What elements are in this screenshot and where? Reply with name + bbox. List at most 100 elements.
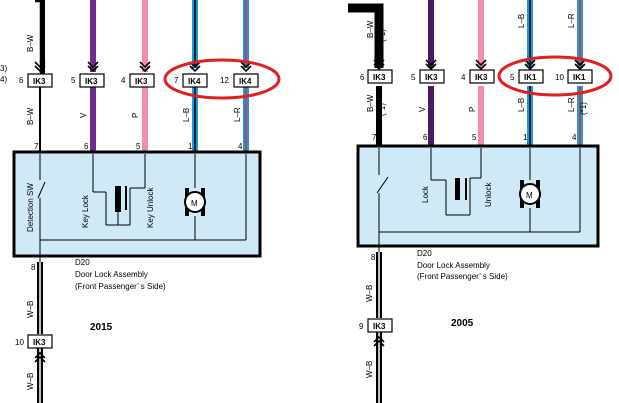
left-bottom-connector: 10 IK3 <box>15 334 53 349</box>
svg-text:IK3: IK3 <box>135 77 148 86</box>
left-wire-label-3: P <box>131 113 140 118</box>
svg-text:7: 7 <box>174 76 179 85</box>
left-connector-5: 12 IK4 <box>220 73 259 88</box>
svg-text:5: 5 <box>411 73 416 82</box>
right-box-pin-5: 4 <box>572 133 577 142</box>
right-box-pin-3: 5 <box>472 133 477 142</box>
svg-text:4: 4 <box>461 73 466 82</box>
right-wire-b-w <box>348 3 384 146</box>
right-highlight-ellipse <box>497 55 613 97</box>
left-part-code: D20 <box>75 258 90 267</box>
right-wire-label-2: V <box>418 106 427 112</box>
right-motor: M <box>519 180 541 208</box>
right-switch-label-unlock: Unlock <box>484 182 493 207</box>
right-wire-sub-1b: (*1) <box>378 103 387 116</box>
right-part-name: Door Lock Assembly <box>417 261 490 270</box>
left-connector-2: 5 IK3 <box>71 73 105 88</box>
right-wire-sub-5: (*1) <box>579 102 588 115</box>
svg-text:6: 6 <box>360 73 365 82</box>
left-assembly-box <box>12 150 262 258</box>
left-box-pin-5: 4 <box>238 142 243 151</box>
left-highlight-ellipse <box>163 58 281 100</box>
left-wire-label-2: V <box>79 112 88 118</box>
right-switch-contact <box>455 178 460 200</box>
left-part-name: Door Lock Assembly <box>75 270 148 279</box>
right-bottom-chevrons <box>373 335 385 347</box>
right-connector-1: 6 IK3 <box>360 69 393 84</box>
left-part-side: (Front Passenger’ s Side) <box>75 282 166 291</box>
right-wire-label-5: L–R <box>567 13 576 28</box>
right-part-code: D20 <box>417 249 432 258</box>
right-chevrons <box>373 59 586 71</box>
svg-text:IK3: IK3 <box>373 73 386 82</box>
left-box-pin-3: 5 <box>136 142 141 151</box>
svg-text:IK3: IK3 <box>425 73 438 82</box>
right-box-pin-4: 1 <box>523 133 528 142</box>
left-wire-label-5: L–R <box>233 107 242 122</box>
right-wire-label-5b: L–R <box>567 97 576 112</box>
left-wire-label-1: B–W <box>26 34 35 52</box>
left-connector-3: 4 IK3 <box>121 73 155 88</box>
right-wire-label-4: L–B <box>517 14 526 28</box>
svg-text:M: M <box>191 199 198 208</box>
left-bottom-chevrons <box>34 351 46 363</box>
right-connector-2: 5 IK3 <box>411 69 445 84</box>
svg-text:IK4: IK4 <box>239 77 252 86</box>
left-box-pin-1: 7 <box>34 142 39 151</box>
right-wire-label-1b: B–W <box>366 94 375 112</box>
left-wire-b-w <box>35 0 45 152</box>
right-internal-wiring <box>376 148 581 252</box>
left-diagram-2015: 3) 4) <box>0 0 281 403</box>
right-wire-sub-1: (*1) <box>378 29 387 42</box>
left-bottom-wire-label-2: W–B <box>26 373 35 390</box>
svg-text:9: 9 <box>359 322 364 331</box>
svg-text:12: 12 <box>220 76 229 85</box>
svg-text:5: 5 <box>71 76 76 85</box>
right-wire-label-1: B–W <box>366 20 375 38</box>
svg-text:IK4: IK4 <box>188 77 201 86</box>
svg-text:M: M <box>526 191 533 200</box>
left-wire-label-4: L–B <box>182 108 191 122</box>
left-switch-label-key-unlock: Key Unlock <box>146 187 155 228</box>
left-switch-label-detection: Detection SW <box>26 183 35 232</box>
svg-text:10: 10 <box>555 73 564 82</box>
left-switch-contact <box>115 186 121 212</box>
left-edge-label-1: 3) <box>0 64 7 73</box>
svg-text:IK1: IK1 <box>573 73 586 82</box>
left-box-pin-4: 1 <box>188 142 193 151</box>
svg-text:IK3: IK3 <box>373 322 386 331</box>
right-bottom-wire-label-2: W–B <box>365 361 374 378</box>
left-wire-label-1b: B–W <box>26 107 35 125</box>
left-edge-label-2: 4) <box>0 75 7 84</box>
right-diagram-2005: B–W (*1) B–W (*1) V P L–B L–B L–R L–R (*… <box>348 0 613 403</box>
right-assembly-box <box>356 144 600 248</box>
right-connector-3: 4 IK3 <box>461 69 495 84</box>
right-wire-label-4b: L–B <box>517 98 526 112</box>
svg-text:4: 4 <box>121 76 126 85</box>
right-year: 2005 <box>451 318 474 329</box>
right-connector-5: 10 IK1 <box>555 69 593 84</box>
right-bottom-wire-label: W–B <box>365 285 374 302</box>
svg-text:IK1: IK1 <box>524 73 537 82</box>
svg-text:10: 10 <box>15 338 24 347</box>
left-bottom-pin: 8 <box>31 263 36 272</box>
left-internal-wiring <box>37 154 247 262</box>
right-switch-label-lock: Lock <box>421 185 430 203</box>
svg-text:IK3: IK3 <box>475 73 488 82</box>
left-box-pin-2: 6 <box>84 142 89 151</box>
left-year: 2015 <box>90 322 113 333</box>
right-bottom-pin: 8 <box>371 253 376 262</box>
left-motor: M <box>184 188 206 216</box>
left-switch-label-key-lock: Key Lock <box>81 194 90 228</box>
right-part-side: (Front Passenger’ s Side) <box>417 272 508 281</box>
svg-text:5: 5 <box>510 73 515 82</box>
right-connector-4: 5 IK1 <box>510 69 544 84</box>
svg-text:IK3: IK3 <box>33 77 46 86</box>
right-box-pin-1: 7 <box>372 133 377 142</box>
left-connector-4: 7 IK4 <box>174 73 208 88</box>
right-bottom-connector: 9 IK3 <box>359 318 393 333</box>
right-box-pin-2: 6 <box>423 133 428 142</box>
right-wire-label-3: P <box>468 107 477 112</box>
left-connector-1: 6 IK3 <box>19 73 53 88</box>
